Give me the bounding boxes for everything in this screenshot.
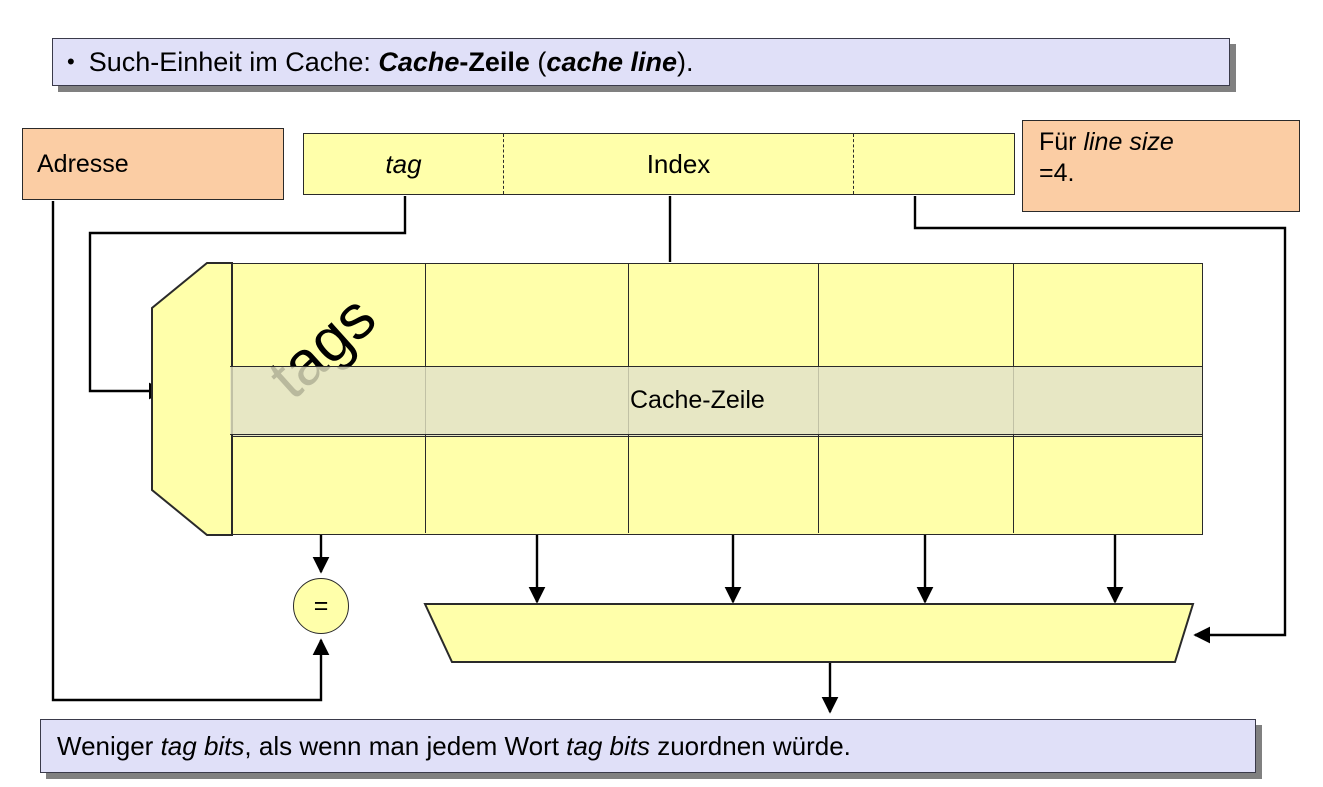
address-field-tag-label: tag bbox=[385, 148, 422, 179]
title-part-2: -Zeile bbox=[459, 46, 530, 77]
footer-part-3: tag bits bbox=[566, 730, 650, 761]
slide-title-callout: • Such-Einheit im Cache: Cache-Zeile (ca… bbox=[52, 38, 1230, 86]
address-label-box: Adresse bbox=[22, 128, 284, 200]
title-part-0: Such-Einheit im Cache: bbox=[88, 46, 379, 77]
cache-cell bbox=[629, 264, 819, 366]
wire-tag-to-tags-block bbox=[88, 196, 407, 400]
comparator-equals: = bbox=[293, 578, 349, 634]
address-label-text: Adresse bbox=[37, 149, 129, 178]
title-part-3: ( bbox=[529, 46, 547, 77]
slide-footer-text: Weniger tag bits, als wenn man jedem Wor… bbox=[57, 731, 851, 762]
slide-footer-callout: Weniger tag bits, als wenn man jedem Wor… bbox=[40, 719, 1256, 773]
cache-cell bbox=[629, 437, 819, 533]
line-size-note-prefix: Für bbox=[1039, 128, 1084, 156]
footer-part-1: tag bits bbox=[160, 730, 245, 761]
address-field-bar: tag Index bbox=[303, 133, 1015, 195]
footer-part-2: , als wenn man jedem Wort bbox=[244, 730, 567, 761]
multiplexer-shape bbox=[423, 603, 1195, 663]
address-field-index-label: Index bbox=[646, 148, 711, 179]
cache-cell bbox=[819, 437, 1014, 533]
cache-cell bbox=[819, 264, 1014, 366]
cache-cell bbox=[229, 437, 426, 533]
address-field-index: Index bbox=[504, 134, 854, 194]
wire-offset-to-mux bbox=[913, 196, 1287, 644]
cache-cell bbox=[426, 437, 629, 533]
cache-line-label: Cache-Zeile bbox=[630, 386, 765, 414]
line-size-note-italic: line size bbox=[1083, 128, 1174, 156]
line-size-note-box: Für line size =4. bbox=[1022, 120, 1300, 212]
footer-part-0: Weniger bbox=[57, 730, 161, 761]
cache-grid-row bbox=[229, 437, 1202, 533]
wire-address-to-comparator bbox=[51, 201, 330, 702]
title-part-4: cache line bbox=[546, 46, 677, 77]
cache-cell bbox=[426, 264, 629, 366]
bullet-icon: • bbox=[67, 49, 75, 74]
title-part-5: ). bbox=[677, 46, 694, 77]
cache-cell bbox=[229, 264, 426, 366]
address-field-tag: tag bbox=[304, 134, 504, 194]
comparator-label: = bbox=[313, 591, 329, 620]
line-size-note-line2: =4. bbox=[1039, 158, 1075, 187]
tags-block-shape bbox=[151, 262, 233, 536]
title-part-1: Cache bbox=[378, 46, 460, 77]
footer-part-4: zuordnen würde. bbox=[650, 730, 851, 761]
slide-title-text: Such-Einheit im Cache: Cache-Zeile (cach… bbox=[89, 47, 694, 78]
